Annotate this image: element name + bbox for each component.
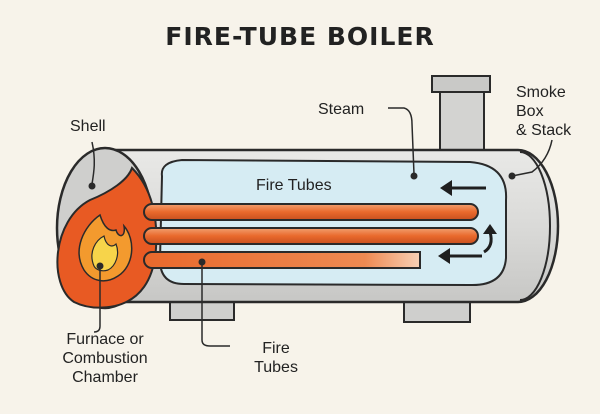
label-furnace-line-3: Chamber [72, 369, 138, 386]
leader-steam [388, 107, 415, 175]
label-smoke-box: Smoke Box & Stack [516, 83, 571, 140]
label-furnace: Furnace or Combustion Chamber [30, 330, 180, 387]
leader-dot-shell [88, 182, 96, 190]
label-furnace-line-2: Combustion [62, 350, 148, 367]
leader-dot-steam [410, 172, 418, 180]
flow-arrow-top-head [440, 180, 452, 196]
label-fire-tubes-bottom-line-2: Tubes [254, 359, 298, 376]
label-fire-tubes-bottom: Fire Tubes [246, 339, 306, 377]
label-smoke-box-line-3: & Stack [516, 122, 572, 139]
flow-arrow-turn [483, 231, 493, 254]
label-steam-text: Steam [318, 101, 365, 118]
label-shell-text: Shell [70, 118, 106, 135]
leader-dot-furnace [96, 262, 104, 270]
leader-dot-smoke-box [508, 172, 516, 180]
label-fire-tubes-bottom-line-1: Fire [262, 340, 290, 357]
flow-arrow-bottom-head [438, 248, 450, 264]
fire-tube-2 [143, 227, 479, 245]
leader-smoke-box [511, 139, 553, 177]
label-smoke-box-line-2: Box [516, 103, 544, 120]
stack [439, 83, 485, 153]
leader-shell [91, 141, 96, 185]
label-fire-tubes-inner: Fire Tubes [256, 176, 332, 195]
label-steam: Steam [318, 100, 364, 119]
flow-arrow-turn-head [483, 224, 497, 234]
shell-end-cap [519, 151, 551, 301]
label-fire-tubes-inner-text: Fire Tubes [256, 177, 332, 194]
leader-fire-tubes [201, 262, 230, 347]
flame-inner [91, 235, 119, 272]
diagram-title: FIRE-TUBE BOILER [165, 22, 435, 51]
fire-tube-3 [143, 251, 421, 269]
label-furnace-line-1: Furnace or [66, 331, 144, 348]
leader-dot-fire-tubes [198, 258, 206, 266]
leader-furnace [93, 268, 101, 333]
label-smoke-box-line-1: Smoke [516, 84, 566, 101]
stack-cap [431, 75, 491, 93]
label-shell: Shell [70, 117, 106, 136]
fire-tube-1 [143, 203, 479, 221]
